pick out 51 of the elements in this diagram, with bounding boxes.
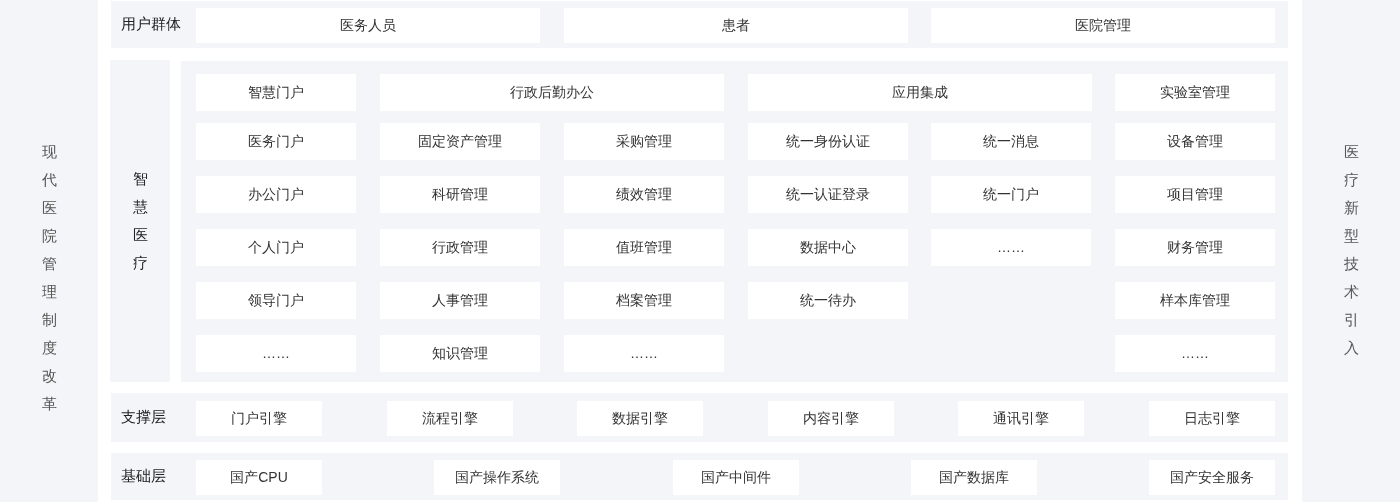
module-label: 国产CPU — [230, 468, 288, 487]
module-label: 值班管理 — [616, 238, 672, 257]
module-label: 知识管理 — [432, 344, 488, 363]
module-label: 采购管理 — [616, 132, 672, 151]
module-label: 国产操作系统 — [455, 468, 539, 487]
module-label: 行政后勤办公 — [510, 83, 594, 102]
module-label: 数据引擎 — [612, 409, 668, 428]
module-label: 人事管理 — [432, 291, 488, 310]
module-label: 档案管理 — [616, 291, 672, 310]
module-label: 国产安全服务 — [1170, 468, 1254, 487]
module-label: 数据中心 — [800, 238, 856, 257]
module-label: 样本库管理 — [1160, 291, 1230, 310]
vertical-label: 现代医院管理制度改革 — [41, 142, 57, 414]
layer-label: 用户群体 — [121, 14, 181, 35]
module-label: 统一消息 — [983, 132, 1039, 151]
module-label: 患者 — [722, 16, 750, 35]
module-label: 医务门户 — [248, 132, 304, 151]
module-label: 实验室管理 — [1160, 83, 1230, 102]
module-label: 领导门户 — [248, 291, 304, 310]
layer-label: 支撑层 — [121, 407, 166, 428]
module-label: …… — [630, 344, 658, 363]
module-label: 固定资产管理 — [418, 132, 502, 151]
module-label: 流程引擎 — [422, 409, 478, 428]
module-label: …… — [1181, 344, 1209, 363]
module-label: 个人门户 — [248, 238, 304, 257]
module-label: 门户引擎 — [231, 409, 287, 428]
module-label: …… — [997, 238, 1025, 257]
layer-label: 基础层 — [121, 466, 166, 487]
vertical-label: 医疗新型技术引入 — [1343, 142, 1359, 358]
module-label: …… — [262, 344, 290, 363]
module-label: 项目管理 — [1167, 185, 1223, 204]
module-label: 绩效管理 — [616, 185, 672, 204]
module-label: 设备管理 — [1167, 132, 1223, 151]
module-label: 行政管理 — [432, 238, 488, 257]
module-label: 医院管理 — [1075, 16, 1131, 35]
module-label: 智慧门户 — [248, 83, 304, 102]
module-label: 财务管理 — [1167, 238, 1223, 257]
module-label: 统一门户 — [983, 185, 1039, 204]
module-label: 国产数据库 — [939, 468, 1009, 487]
module-label: 统一身份认证 — [786, 132, 870, 151]
module-label: 统一认证登录 — [786, 185, 870, 204]
module-label: 科研管理 — [432, 185, 488, 204]
module-label: 日志引擎 — [1184, 409, 1240, 428]
vertical-label: 智慧医疗 — [132, 169, 148, 273]
module-label: 通讯引擎 — [993, 409, 1049, 428]
module-label: 国产中间件 — [701, 468, 771, 487]
module-label: 应用集成 — [892, 83, 948, 102]
module-label: 内容引擎 — [803, 409, 859, 428]
module-label: 办公门户 — [248, 185, 304, 204]
module-label: 统一待办 — [800, 291, 856, 310]
module-label: 医务人员 — [340, 16, 396, 35]
